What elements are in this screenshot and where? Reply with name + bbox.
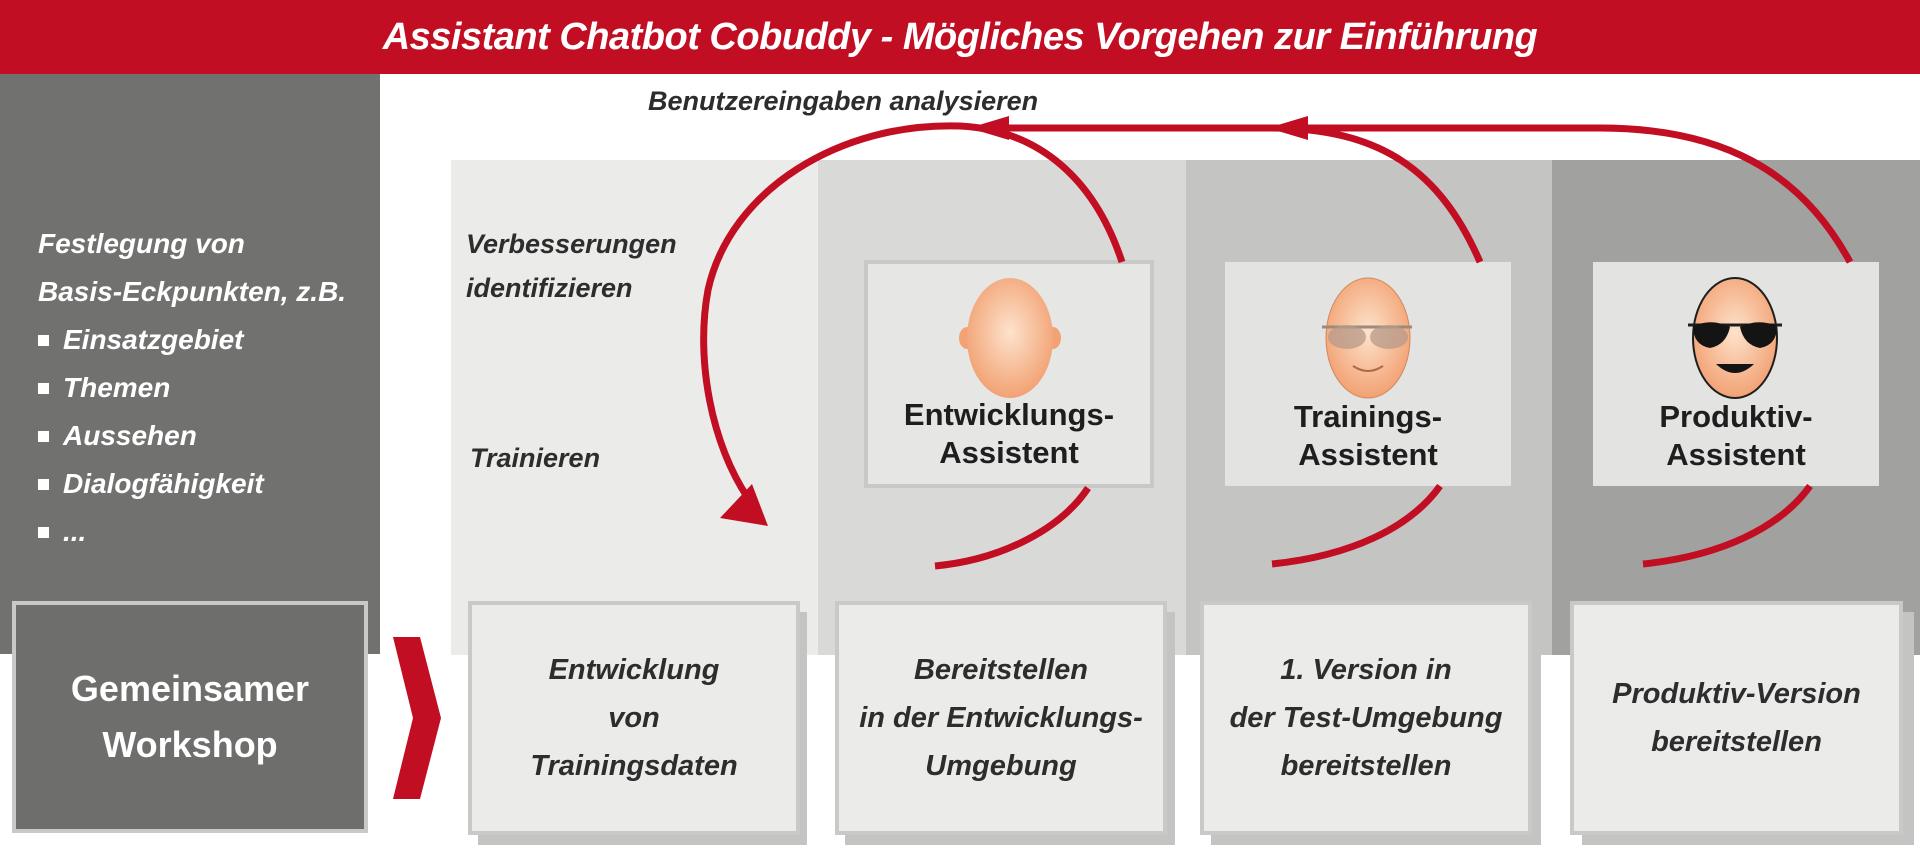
chip-label-line2: Assistent (1298, 437, 1438, 472)
label-trainieren: Trainieren (470, 443, 601, 473)
list-item: ... (38, 508, 346, 556)
workshop-box: Gemeinsamer Workshop (12, 601, 368, 833)
bullet-icon (38, 430, 49, 442)
arrowhead-icon (1268, 116, 1308, 140)
feedback-line (1269, 124, 1484, 264)
intro-line-1: Festlegung von (38, 228, 245, 259)
light-sunglasses-face-icon (1322, 277, 1412, 399)
list-item: Dialogfähigkeit (38, 460, 346, 508)
step-line: in der Entwicklungs- (859, 702, 1143, 734)
step-line: 1. Version in (1280, 654, 1452, 686)
step-line: bereitstellen (1651, 726, 1822, 758)
step-line: der Test-Umgebung (1229, 702, 1503, 734)
feedback-line (1000, 124, 1854, 264)
loop-arrow (700, 122, 1126, 500)
list-item: Themen (38, 364, 346, 412)
dark-sunglasses-face-icon (1688, 277, 1782, 399)
step-box-entwicklung-trainingsdaten: Entwicklung von Trainingsdaten (468, 601, 800, 835)
process-chevron-icon (393, 637, 441, 799)
label-benutzereingaben: Benutzereingaben analysieren (648, 86, 1039, 116)
arrowhead-icon (720, 484, 768, 526)
deploy-arc (1642, 483, 1813, 568)
step-box-bereitstellen-entwicklung: Bereitstellen in der Entwicklungs- Umgeb… (835, 601, 1167, 835)
step-line: Produktiv-Version (1612, 678, 1861, 710)
deploy-arc (1271, 483, 1443, 568)
list-item: Einsatzgebiet (38, 316, 346, 364)
plain-face-icon (959, 278, 1061, 398)
basis-eckpunkte-list: Festlegung von Basis-Eckpunkten, z.B. Ei… (38, 220, 346, 556)
workshop-line2: Workshop (102, 724, 278, 765)
intro-line-2: Basis-Eckpunkten, z.B. (38, 276, 347, 307)
label-verbesserungen-line2: identifizieren (466, 273, 633, 303)
bullet-icon (38, 334, 49, 346)
step-box-produktiv-version: Produktiv-Version bereitstellen (1570, 601, 1903, 835)
deploy-arc (934, 486, 1091, 570)
step-box-version-test-umgebung: 1. Version in der Test-Umgebung bereitst… (1200, 601, 1532, 835)
label-verbesserungen-line1: Verbesserungen (466, 229, 677, 259)
page-title: Assistant Chatbot Cobuddy - Mögliches Vo… (382, 15, 1538, 58)
phase-column-1 (451, 160, 818, 655)
step-line: Trainingsdaten (530, 750, 738, 782)
left-panel (0, 74, 380, 654)
step-line: Umgebung (925, 750, 1077, 782)
step-line: Bereitstellen (913, 654, 1089, 686)
chip-label-line2: Assistent (1666, 437, 1806, 472)
bullet-icon (38, 478, 49, 490)
chip-label-line1: Entwicklungs- (903, 397, 1115, 432)
bullet-icon (38, 526, 49, 538)
workshop-line1: Gemeinsamer (70, 668, 310, 709)
chip-label-line1: Trainings- (1293, 399, 1443, 434)
chip-label-line2: Assistent (939, 435, 1079, 470)
step-line: von (608, 702, 660, 734)
bullet-icon (38, 382, 49, 394)
step-line: Entwicklung (548, 654, 720, 686)
title-bar: Assistant Chatbot Cobuddy - Mögliches Vo… (0, 0, 1920, 74)
step-line: bereitstellen (1280, 750, 1452, 782)
label-verbesserungen: Verbesserungen identifizieren (466, 222, 677, 310)
chip-label-line1: Produktiv- (1659, 399, 1813, 434)
list-item: Aussehen (38, 412, 346, 460)
